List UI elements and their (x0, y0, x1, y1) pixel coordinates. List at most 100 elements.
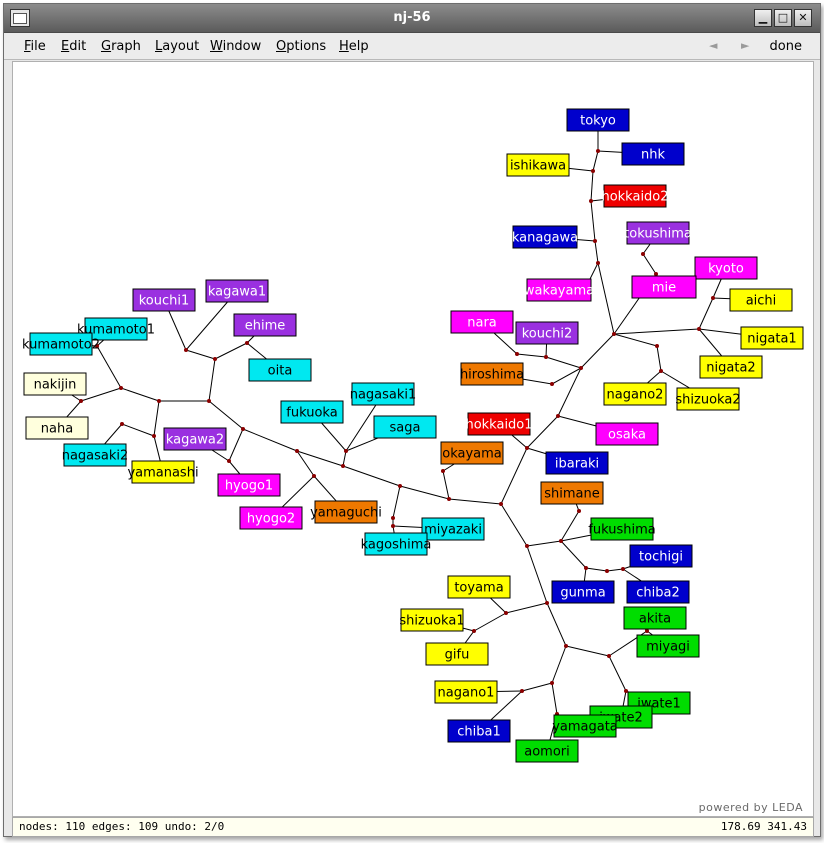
node-box[interactable] (512, 225, 578, 249)
node-box[interactable] (467, 412, 531, 436)
graph-edge[interactable] (342, 450, 347, 467)
node-box[interactable] (314, 500, 378, 524)
node-miyagi[interactable]: miyagi (636, 634, 700, 658)
node-box[interactable] (526, 278, 592, 302)
graph-edge[interactable] (296, 450, 315, 477)
window-menu-icon[interactable] (10, 9, 30, 27)
node-kouchi2[interactable]: kouchi2 (515, 321, 579, 345)
graph-edge[interactable] (500, 447, 528, 505)
node-box[interactable] (553, 714, 617, 738)
graph-edge[interactable] (592, 150, 599, 172)
graph-edge[interactable] (120, 387, 160, 402)
node-kumamoto1[interactable]: kumamoto1 (77, 317, 155, 341)
junction-node[interactable] (245, 341, 249, 345)
node-box[interactable] (364, 532, 428, 556)
node-box[interactable] (676, 387, 740, 411)
node-akita[interactable]: akita (623, 606, 687, 630)
junction-node[interactable] (391, 516, 395, 520)
maximize-button[interactable]: □ (774, 9, 792, 27)
node-fukuoka[interactable]: fukuoka (280, 400, 344, 424)
node-box[interactable] (729, 288, 793, 312)
node-aomori[interactable]: aomori (515, 739, 579, 763)
graph-edge[interactable] (585, 567, 608, 572)
graph-edge[interactable] (580, 333, 615, 369)
menu-options[interactable]: Options (276, 39, 327, 54)
junction-node[interactable] (544, 355, 548, 359)
prev-arrow-icon[interactable]: ◄ (709, 39, 718, 52)
node-mie[interactable]: mie (631, 275, 697, 299)
node-box[interactable] (425, 642, 489, 666)
graph-edge[interactable] (342, 465, 401, 487)
graph-edge[interactable] (505, 602, 548, 614)
graph-edge[interactable] (551, 367, 582, 385)
junction-node[interactable] (152, 434, 156, 438)
node-naha[interactable]: naha (25, 416, 89, 440)
junction-node[interactable] (119, 386, 123, 390)
node-box[interactable] (248, 358, 312, 382)
node-box[interactable] (447, 575, 511, 599)
graph-edge[interactable] (597, 262, 615, 335)
graph-edge[interactable] (545, 356, 582, 369)
node-box[interactable] (506, 153, 570, 177)
node-fukushima[interactable]: fukushima (588, 517, 656, 541)
node-box[interactable] (84, 317, 148, 341)
junction-node[interactable] (593, 239, 597, 243)
junction-node[interactable] (184, 348, 188, 352)
graph-edge[interactable] (500, 503, 528, 547)
node-box[interactable] (551, 580, 615, 604)
node-box[interactable] (217, 473, 281, 497)
junction-node[interactable] (579, 366, 583, 370)
node-box[interactable] (373, 415, 437, 439)
node-hokkaido2[interactable]: hokkaido2 (601, 184, 669, 208)
junction-node[interactable] (596, 149, 600, 153)
graph-edge[interactable] (208, 358, 216, 402)
graph-edge[interactable] (560, 540, 587, 569)
node-box[interactable] (400, 608, 464, 632)
node-oita[interactable]: oita (248, 358, 312, 382)
junction-node[interactable] (472, 629, 476, 633)
node-box[interactable] (631, 275, 697, 299)
junction-node[interactable] (559, 539, 563, 543)
title-bar[interactable]: nj-56 ▁ □ ✕ (4, 4, 820, 33)
junction-node[interactable] (711, 296, 715, 300)
junction-node[interactable] (596, 261, 600, 265)
junction-node[interactable] (589, 199, 593, 203)
graph-edge[interactable] (153, 400, 160, 437)
menu-file[interactable]: File (24, 39, 46, 54)
node-box[interactable] (540, 481, 604, 505)
node-box[interactable] (440, 441, 504, 465)
graph-edge[interactable] (606, 568, 624, 572)
node-box[interactable] (699, 355, 763, 379)
graph-edge[interactable] (590, 170, 594, 202)
junction-node[interactable] (295, 449, 299, 453)
node-chiba1[interactable]: chiba1 (447, 719, 511, 743)
junction-node[interactable] (607, 654, 611, 658)
graph-edge[interactable] (208, 400, 244, 430)
node-kyoto[interactable]: kyoto (694, 256, 758, 280)
graph-edge[interactable] (228, 428, 244, 462)
node-box[interactable] (29, 332, 93, 356)
graph-edge[interactable] (557, 367, 582, 417)
graph-edge[interactable] (608, 655, 627, 692)
junction-node[interactable] (341, 464, 345, 468)
node-okayama[interactable]: okayama (440, 441, 504, 465)
junction-node[interactable] (584, 566, 588, 570)
node-box[interactable] (566, 108, 630, 132)
node-tochigi[interactable]: tochigi (629, 544, 693, 568)
node-ehime[interactable]: ehime (233, 313, 297, 337)
junction-node[interactable] (550, 382, 554, 386)
junction-node[interactable] (697, 327, 701, 331)
node-box[interactable] (351, 382, 415, 406)
junction-node[interactable] (515, 352, 519, 356)
node-shimane[interactable]: shimane (540, 481, 604, 505)
junction-node[interactable] (95, 344, 99, 348)
node-box[interactable] (545, 451, 609, 475)
node-hyogo1[interactable]: hyogo1 (217, 473, 281, 497)
graph-edge[interactable] (448, 498, 502, 505)
node-ibaraki[interactable]: ibaraki (545, 451, 609, 475)
graph-edge[interactable] (442, 470, 450, 500)
graph-edge[interactable] (594, 240, 599, 264)
junction-node[interactable] (621, 567, 625, 571)
